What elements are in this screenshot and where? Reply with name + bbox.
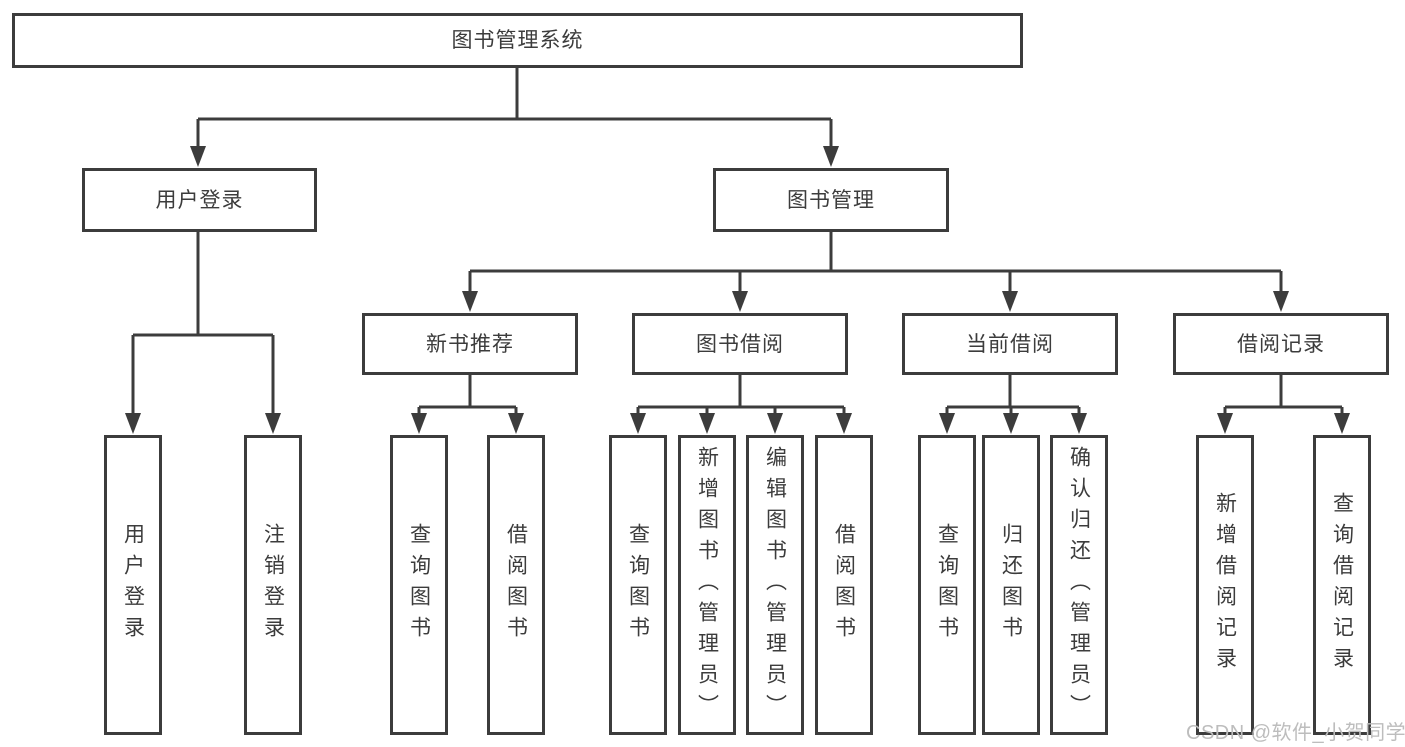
leaf-logout: 注销登录 [244, 435, 302, 735]
node-borrowing-records: 借阅记录 [1173, 313, 1389, 375]
leaf-label: 确认归还（管理员） [1067, 445, 1091, 725]
leaf-label: 查询图书 [626, 523, 650, 647]
leaf-label: 用户登录 [121, 523, 145, 647]
leaf-label: 新增图书（管理员） [695, 445, 719, 725]
node-current-borrowing: 当前借阅 [902, 313, 1118, 375]
leaf-query-borrow-record: 查询借阅记录 [1313, 435, 1371, 735]
leaf-label: 新增借阅记录 [1213, 492, 1237, 678]
node-book-borrowing: 图书借阅 [632, 313, 848, 375]
leaf-return-book: 归还图书 [982, 435, 1040, 735]
leaf-label: 归还图书 [999, 523, 1023, 647]
leaf-confirm-return-admin: 确认归还（管理员） [1050, 435, 1108, 735]
leaf-edit-book-admin: 编辑图书（管理员） [746, 435, 804, 735]
leaf-add-borrow-record: 新增借阅记录 [1196, 435, 1254, 735]
node-library-management-system: 图书管理系统 [12, 13, 1023, 68]
leaf-label: 借阅图书 [832, 523, 856, 647]
node-new-book-recommend: 新书推荐 [362, 313, 578, 375]
leaf-label: 查询图书 [407, 523, 431, 647]
leaf-query-books-current: 查询图书 [918, 435, 976, 735]
leaf-label: 查询借阅记录 [1330, 492, 1354, 678]
node-book-management: 图书管理 [713, 168, 949, 232]
leaf-add-book-admin: 新增图书（管理员） [678, 435, 736, 735]
leaf-label: 编辑图书（管理员） [763, 445, 787, 725]
leaf-borrow-books-recommend: 借阅图书 [487, 435, 545, 735]
leaf-label: 注销登录 [261, 523, 285, 647]
node-user-login: 用户登录 [82, 168, 317, 232]
csdn-watermark: CSDN @软件_小贺同学 [1186, 722, 1405, 744]
leaf-query-books-recommend: 查询图书 [390, 435, 448, 735]
leaf-query-books-borrowing: 查询图书 [609, 435, 667, 735]
leaf-label: 查询图书 [935, 523, 959, 647]
leaf-user-login: 用户登录 [104, 435, 162, 735]
leaf-borrow-books: 借阅图书 [815, 435, 873, 735]
leaf-label: 借阅图书 [504, 523, 528, 647]
